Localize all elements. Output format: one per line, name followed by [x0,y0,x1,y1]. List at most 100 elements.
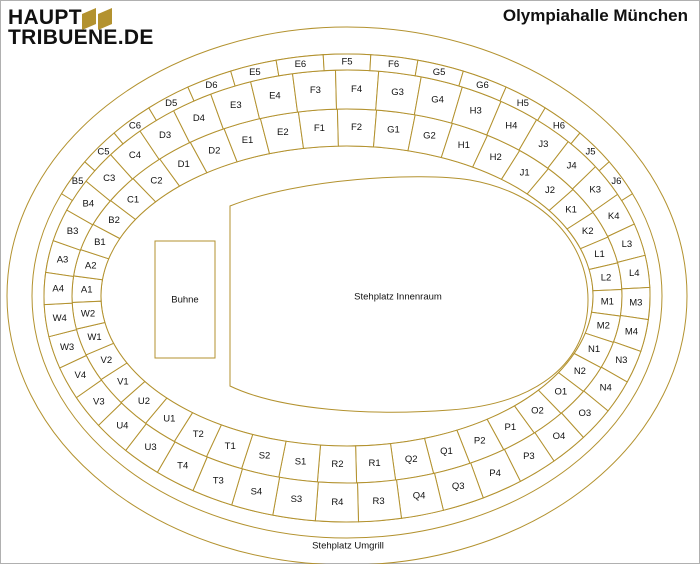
seat-block-label: E1 [242,135,254,146]
seat-block-label: V2 [100,355,112,366]
seat-block-label: B2 [108,215,120,226]
seat-block-label: T2 [193,429,204,440]
seat-block-label: F3 [310,85,321,96]
floor-label: Stehplatz Innenraum [354,292,442,303]
seat-block-label: B3 [67,226,79,237]
seat-block-label: K4 [608,211,620,222]
seat-block-label: T3 [213,475,224,486]
seat-block-label: J3 [538,139,548,150]
seat-block-label: U1 [163,414,175,425]
seat-block-label: C6 [129,120,141,131]
seat-block-label: Q1 [440,446,453,457]
seat-block-label: U3 [145,442,157,453]
seat-block-label: L3 [622,239,633,250]
seat-block-label: Q2 [405,454,418,465]
seat-block-label: G1 [387,125,400,136]
seat-block-label: W1 [87,332,101,343]
seat-block-label: C1 [127,194,139,205]
seat-block-label: B4 [82,199,94,210]
seat-block-label: M1 [601,297,614,308]
seat-block-label: E2 [277,127,289,138]
standing-floor-area[interactable] [229,176,589,413]
seat-block-label: J4 [567,161,577,172]
seat-block-label: O2 [531,405,544,416]
seat-block-label: S2 [259,450,271,461]
logo-mark-icon [82,8,112,30]
seat-block-label: S3 [291,494,303,505]
seat-block-label: C2 [150,176,162,187]
seat-block-label: O4 [553,431,566,442]
seat-block-label: K2 [582,226,594,237]
seat-block-label: P3 [523,451,535,462]
seat-block-label: N2 [574,366,586,377]
stage-area[interactable] [154,240,216,359]
seat-block-label: T1 [225,441,236,452]
seat-block-label: G6 [476,80,489,91]
seat-block-label: G5 [433,67,446,78]
ring-outline [6,26,688,564]
seat-block-label: B5 [72,176,84,187]
seat-block-label: L4 [629,268,640,279]
seat-block-label: M3 [629,297,642,308]
seat-block-label: F2 [351,122,362,133]
logo-line-2: TRIBUENE.DE [8,26,154,49]
seat-block-label: G2 [423,131,436,142]
seat-block-label: D2 [208,146,220,157]
seat-block-label: D6 [205,80,217,91]
seat-block-label: S1 [295,456,307,467]
seat-block-label: A2 [85,261,97,272]
seat-block-label: Q4 [413,491,426,502]
seat-block-a4[interactable] [43,271,75,306]
seat-block-label: N1 [588,344,600,355]
seat-block-label: H2 [490,152,502,163]
seat-block-label: D3 [159,130,171,141]
seat-block-label: F1 [314,123,325,134]
seat-block-label: O3 [578,408,591,419]
stage-label: Buhne [171,295,198,306]
seat-block-label: E4 [269,91,281,102]
seat-block-label: E5 [249,67,261,78]
seat-block-label: K3 [589,185,601,196]
seat-block-label: D4 [193,113,205,124]
seat-block-label: Q3 [452,481,465,492]
seat-block-label: V1 [117,376,129,387]
seat-block-label: J1 [520,167,530,178]
seat-block-label: V3 [93,396,105,407]
seat-block-label: H5 [517,98,529,109]
seat-block-label: F6 [388,59,399,70]
seat-block-label: E3 [230,100,242,111]
seat-block-label: H4 [505,121,517,132]
seat-block-label: C4 [129,150,141,161]
seat-block-label: J5 [585,146,595,157]
outer-standing-label: Stehplatz Umgrill [312,541,384,552]
seat-block-j6[interactable] [598,161,634,202]
seat-block-label: L2 [601,273,612,284]
seat-block-label: R2 [331,459,343,470]
seat-block-label: W4 [53,313,67,324]
seat-block-label: W2 [81,308,95,319]
seat-block-label: T4 [177,460,188,471]
seat-block-label: H1 [458,140,470,151]
seat-block-label: P4 [489,468,501,479]
haupttribuene-logo[interactable]: HAUPT TRIBUENE.DE [8,7,154,49]
seat-block-label: G3 [391,87,404,98]
seat-block-label: H6 [553,120,565,131]
seat-block-label: C5 [97,146,109,157]
seat-block-label: U4 [116,421,128,432]
seat-block-label: P1 [504,422,516,433]
seat-block-label: R1 [369,458,381,469]
seat-block-label: P2 [474,436,486,447]
seat-block-label: H3 [470,106,482,117]
seat-block-label: L1 [594,249,605,260]
seat-block-label: D1 [178,159,190,170]
seat-block-label: K1 [565,205,577,216]
seat-block-label: S4 [251,487,263,498]
seat-block-label: V4 [74,370,86,381]
seat-block-label: M4 [625,327,638,338]
seat-block-label: R4 [331,497,343,508]
seat-block-label: O1 [555,387,568,398]
seat-block-label: A4 [52,284,64,295]
seat-block-label: A3 [57,254,69,265]
